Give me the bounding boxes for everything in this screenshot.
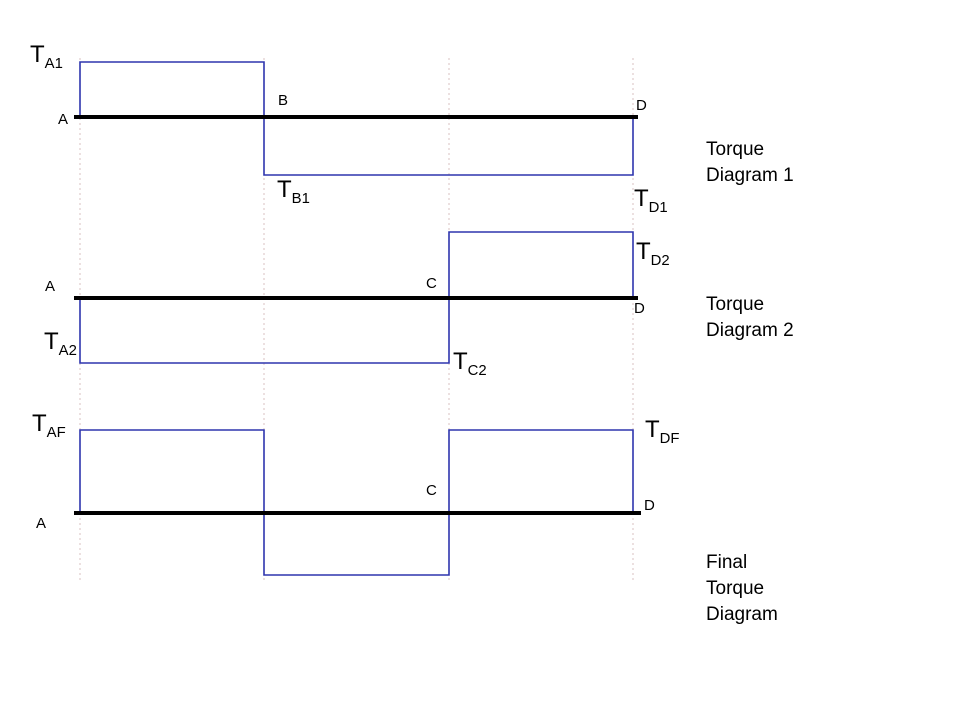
point-label-d1-a: A bbox=[58, 111, 69, 128]
point-label-d2-a: A bbox=[45, 278, 56, 295]
torque-label-tc2-main: T bbox=[453, 348, 468, 375]
torque-label-tdf-sub: DF bbox=[659, 430, 680, 447]
point-label-d3-d: D bbox=[644, 497, 655, 514]
torque-label-ta2: TA2 bbox=[44, 328, 77, 359]
point-label-d3-a: A bbox=[36, 515, 47, 532]
diagram2-caption: Torque Diagram 2 bbox=[706, 294, 794, 341]
point-label-d2-d: D bbox=[634, 300, 645, 317]
torque-label-tdf: TDF bbox=[645, 416, 680, 447]
point-label-d2-c: C bbox=[426, 275, 437, 292]
diagram3-torque-step bbox=[79, 429, 634, 576]
torque-label-tdf-main: T bbox=[645, 416, 660, 443]
point-label-d1-b: B bbox=[278, 92, 289, 109]
point-label-d1-d: D bbox=[636, 97, 647, 114]
torque-label-taf: TAF bbox=[32, 410, 66, 441]
diagram3-caption: Final Torque Diagram bbox=[706, 552, 778, 625]
torque-label-tb1: TB1 bbox=[277, 176, 310, 207]
torque-label-td1-main: T bbox=[634, 185, 649, 212]
torque-label-taf-main: T bbox=[32, 410, 47, 437]
torque-label-tc2-sub: C2 bbox=[467, 362, 487, 379]
diagram1-caption: Torque Diagram 1 bbox=[706, 139, 794, 186]
torque-label-tb1-main: T bbox=[277, 176, 292, 203]
torque-label-taf-sub: AF bbox=[46, 424, 66, 441]
point-label-d3-c: C bbox=[426, 482, 437, 499]
torque-label-ta2-main: T bbox=[44, 328, 59, 355]
torque-label-td2-main: T bbox=[636, 238, 651, 265]
torque-label-td2-sub: D2 bbox=[650, 252, 670, 269]
torque-label-ta1-main: T bbox=[30, 41, 45, 68]
torque-label-ta1: TA1 bbox=[30, 41, 63, 72]
torque-label-tc2: TC2 bbox=[453, 348, 487, 379]
torque-label-ta1-sub: A1 bbox=[44, 55, 63, 72]
torque-label-td1: TD1 bbox=[634, 185, 668, 216]
torque-label-td1-sub: D1 bbox=[648, 199, 668, 216]
torque-label-td2: TD2 bbox=[636, 238, 670, 269]
torque-label-tb1-sub: B1 bbox=[291, 190, 310, 207]
torque-label-ta2-sub: A2 bbox=[58, 342, 77, 359]
